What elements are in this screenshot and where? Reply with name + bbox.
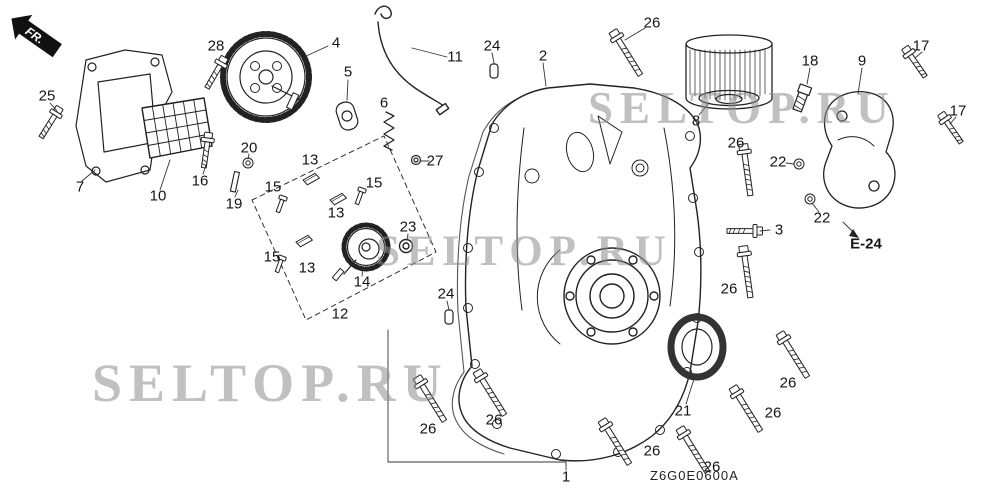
- diagram-code: Z6G0E0600A: [650, 468, 739, 483]
- callout-4: 4: [331, 34, 341, 52]
- callout-26: 26: [419, 420, 437, 438]
- callout-17: 17: [912, 37, 930, 55]
- leader-lines: [49, 27, 957, 471]
- callout-24: 24: [437, 285, 455, 303]
- gasket-part: [451, 91, 537, 455]
- callout-27: 27: [426, 152, 444, 170]
- callout-13: 13: [327, 204, 345, 222]
- callout-E-24: E-24: [850, 235, 882, 253]
- callout-19: 19: [225, 195, 243, 213]
- callout-22: 22: [769, 153, 787, 171]
- cam-part: [335, 101, 359, 131]
- callout-7: 7: [75, 178, 85, 196]
- governor-gear-part: [220, 31, 312, 123]
- callout-17: 17: [949, 102, 967, 120]
- oil-filter-part: [685, 34, 773, 110]
- oil-seal-part: [667, 313, 727, 381]
- callout-26: 26: [727, 134, 745, 152]
- callout-15: 15: [365, 174, 383, 192]
- callout-14: 14: [353, 273, 371, 291]
- callout-13: 13: [301, 151, 319, 169]
- callout-26: 26: [485, 411, 503, 429]
- callout-5: 5: [343, 63, 353, 81]
- o-ring-part: [410, 154, 422, 166]
- callout-22: 22: [813, 209, 831, 227]
- callout-20: 20: [240, 139, 258, 157]
- pump-rotor-part: [331, 222, 391, 282]
- callout-23: 23: [399, 218, 417, 236]
- spring-part: [383, 111, 395, 151]
- callout-2: 2: [538, 47, 548, 65]
- callout-26: 26: [720, 280, 738, 298]
- callout-25: 25: [38, 87, 56, 105]
- callout-26: 26: [643, 14, 661, 32]
- filter-joint-part: [792, 83, 813, 113]
- callout-26: 26: [779, 374, 797, 392]
- callout-11: 11: [447, 48, 463, 66]
- callout-1: 1: [561, 468, 571, 486]
- callout-12: 12: [331, 305, 349, 323]
- fr-direction-arrow: FR.: [11, 14, 62, 58]
- filter-base-bracket-part: [823, 91, 896, 209]
- pump-assembly-box: [251, 135, 437, 321]
- crankcase-cover-part: [458, 83, 704, 462]
- callout-10: 10: [149, 187, 167, 205]
- callout-15: 15: [264, 178, 282, 196]
- callout-15: 15: [263, 248, 281, 266]
- callout-6: 6: [379, 94, 389, 112]
- callout-8: 8: [691, 112, 701, 130]
- callout-26: 26: [643, 442, 661, 460]
- callout-9: 9: [857, 52, 867, 70]
- callout-13: 13: [298, 259, 316, 277]
- callout-18: 18: [801, 52, 819, 70]
- callout-28: 28: [207, 37, 225, 55]
- callout-26: 26: [764, 404, 782, 422]
- screen-grille-part: [141, 97, 213, 159]
- dipstick-tube-part: [374, 5, 450, 116]
- thrust-ring-part: [398, 238, 414, 254]
- callout-24: 24: [483, 37, 501, 55]
- callout-3: 3: [774, 221, 784, 239]
- callout-26: 26: [703, 458, 721, 476]
- pin-part: [229, 170, 240, 193]
- callout-16: 16: [191, 172, 209, 190]
- callout-21: 21: [674, 402, 692, 420]
